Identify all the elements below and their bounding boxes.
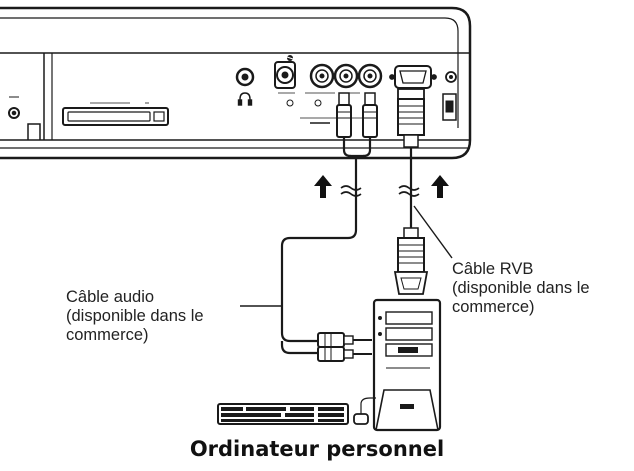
left-jack: [8, 96, 20, 119]
audio-cable-tv-plugs: [336, 92, 378, 138]
rgb-cable-pc-plug: [393, 227, 429, 295]
audio-cable-label-line-1: Câble audio: [66, 288, 155, 306]
audio-cable-wire: [280, 137, 372, 355]
mouse: [353, 397, 376, 425]
vga-port: [389, 65, 457, 89]
rgb-cable-label-line-1: Câble RVB: [452, 260, 534, 278]
tv-rear-panel: [0, 6, 472, 160]
audio-cable-label-line-2: (disponible dans le: [66, 307, 204, 325]
label-leaders: [240, 205, 453, 307]
rgb-cable-label-line-3: commerce): [452, 298, 535, 316]
audio-cable-label-line-3: commerce): [66, 326, 149, 344]
break-mark-icon: [340, 185, 420, 197]
rgb-cable-label-line-2: (disponible dans le: [452, 279, 590, 297]
headphone-icon: [237, 92, 253, 106]
arrow-up-icon: [314, 175, 449, 198]
jack-markings: [278, 92, 370, 124]
computer-caption: Ordinateur personnel: [189, 437, 445, 461]
headphone-jack: [235, 67, 255, 87]
s-video-connector: [274, 55, 296, 89]
rgb-cable-label: Câble RVB (disponible dans le commerce): [452, 260, 590, 317]
panel-bracket: [27, 123, 41, 140]
rca-jacks: [309, 63, 383, 89]
keyboard: [217, 403, 349, 425]
rgb-cable-tv-plug: [397, 88, 425, 148]
audio-cable-pc-plugs: [317, 332, 372, 362]
computer-tower: [372, 298, 442, 432]
audio-cable-label: Câble audio (disponible dans le commerce…: [66, 288, 204, 345]
card-slot: [62, 102, 169, 126]
side-switch: [442, 93, 457, 121]
